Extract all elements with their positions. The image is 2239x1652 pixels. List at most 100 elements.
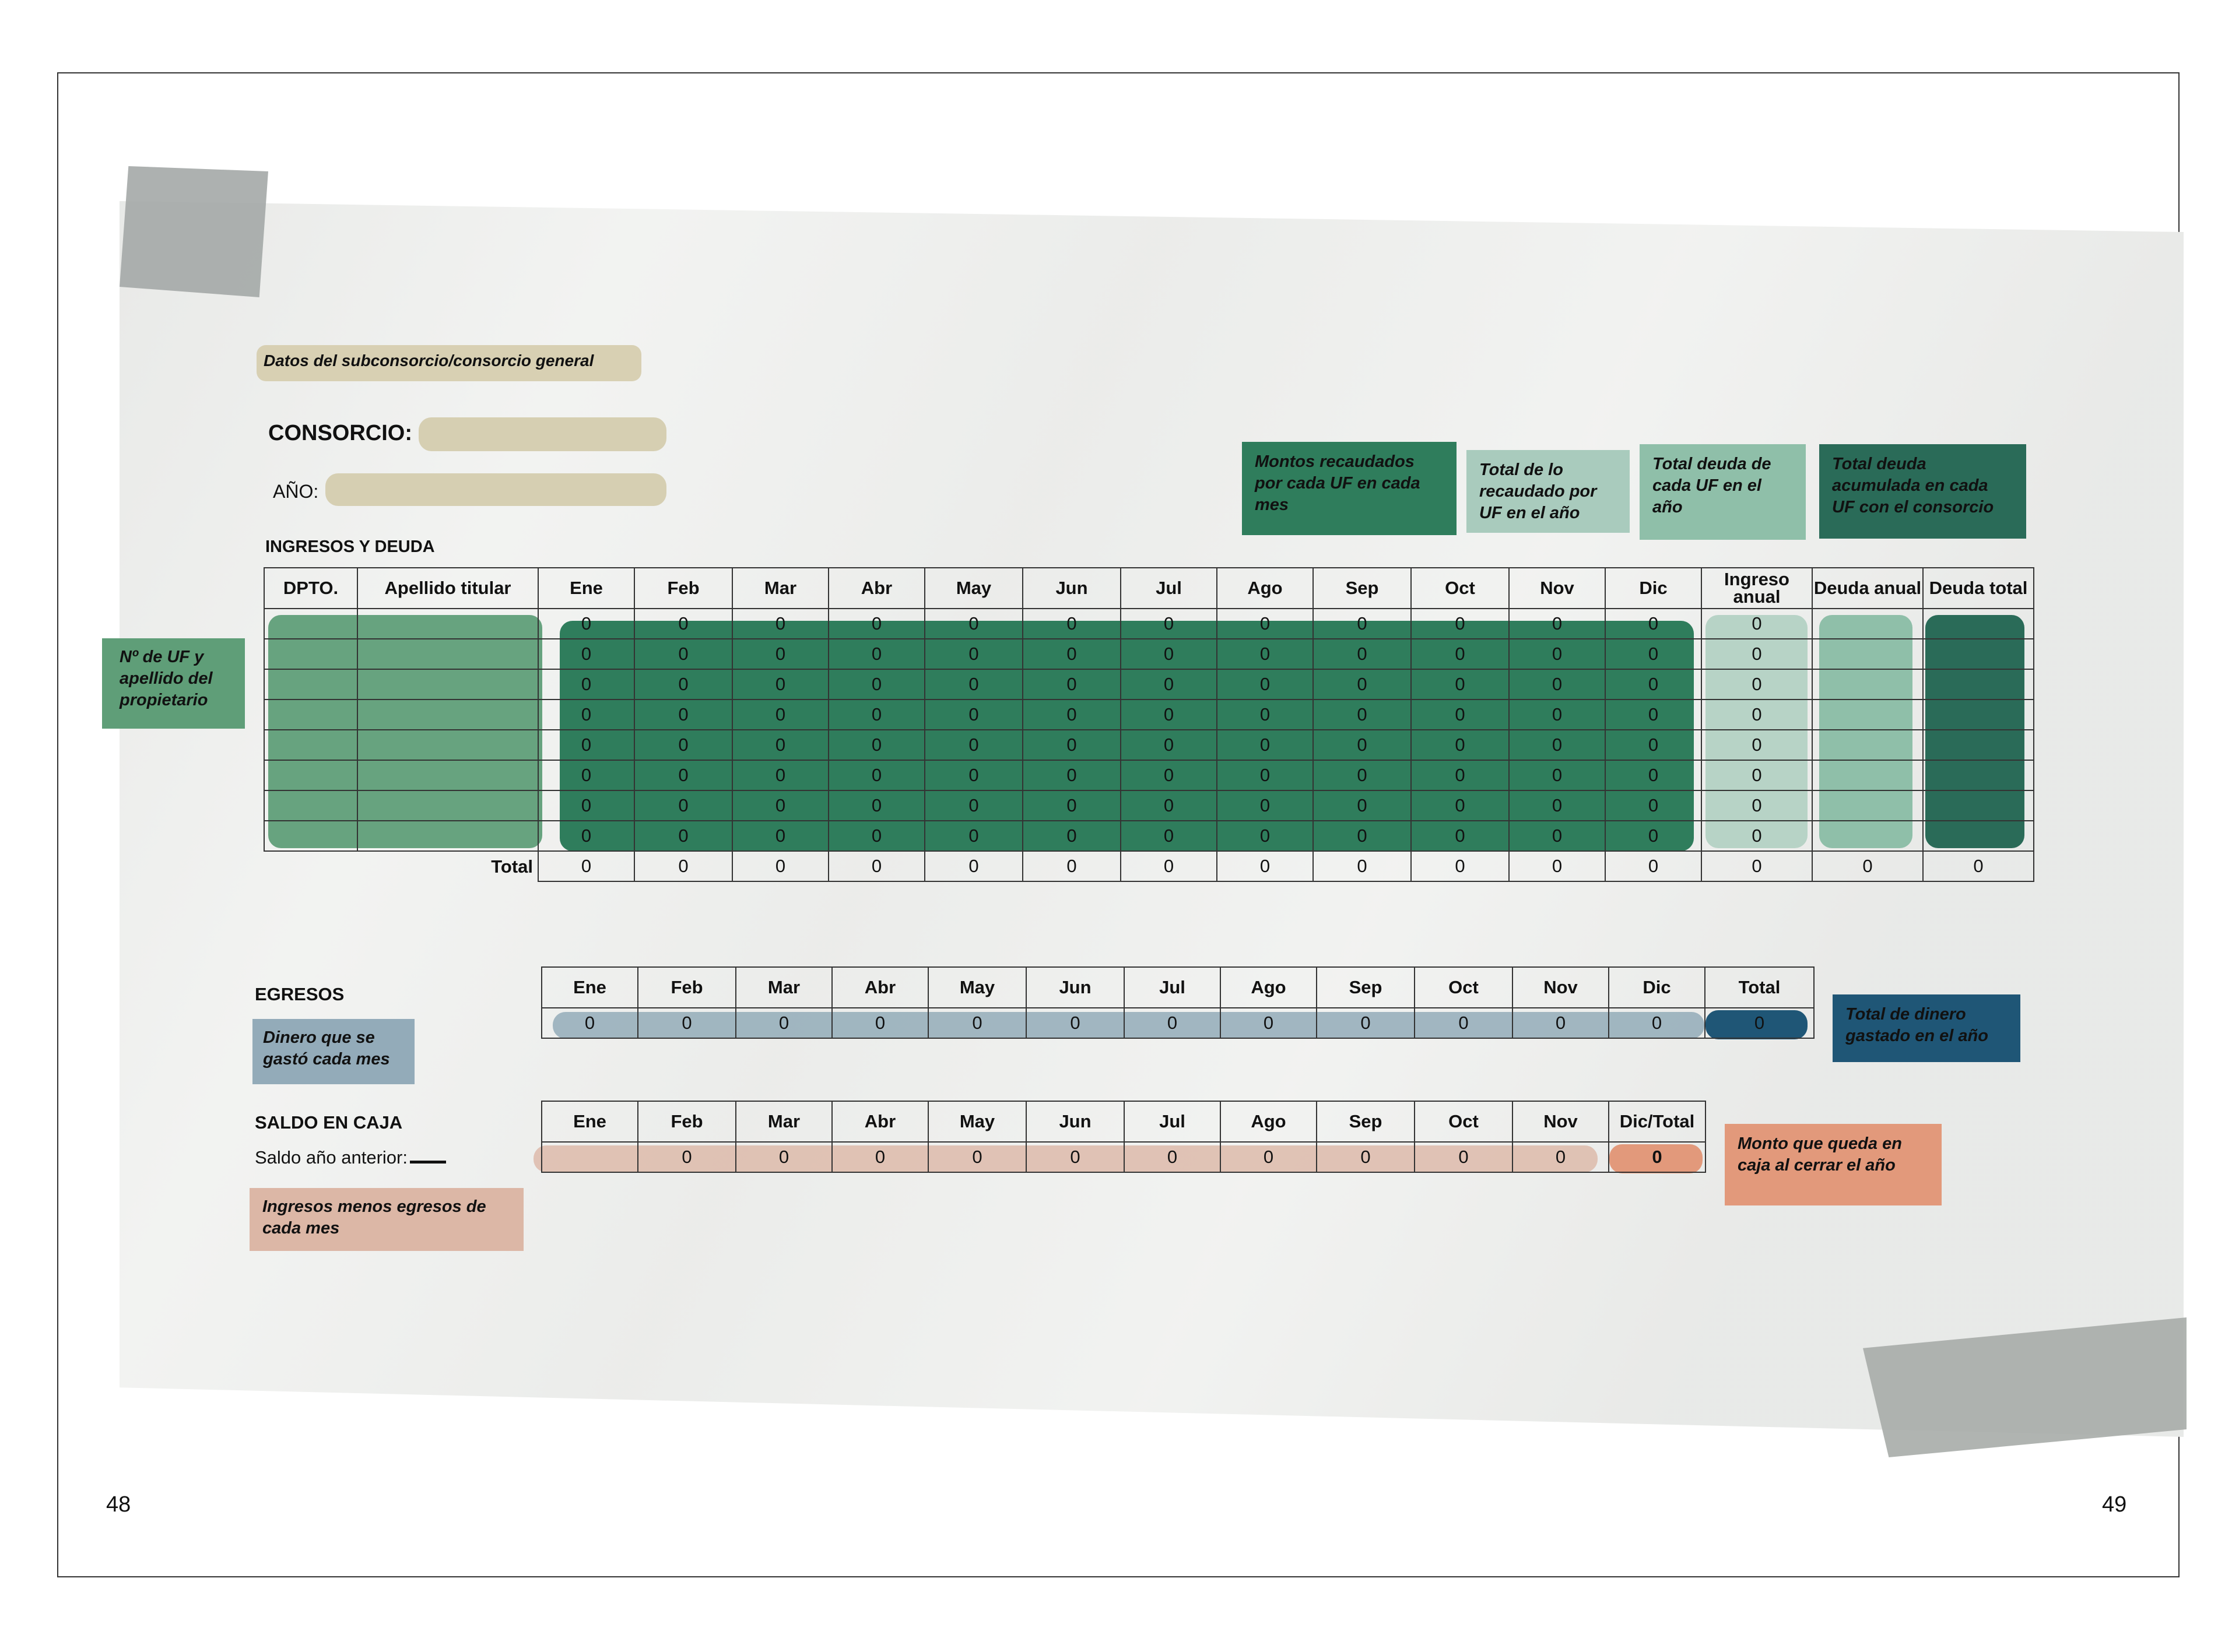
ingresos-cell[interactable] [1812,699,1924,730]
ingresos-cell[interactable]: 0 [1216,638,1314,670]
ingresos-cell[interactable]: 0 [1508,608,1606,639]
ingresos-cell[interactable]: 0 [538,729,635,761]
ingresos-cell[interactable]: 0 [538,760,635,791]
ingresos-cell[interactable]: 0 [538,608,635,639]
ingresos-cell[interactable] [357,638,539,670]
ingresos-cell[interactable]: 0 [1605,760,1702,791]
ingresos-cell[interactable]: 0 [732,820,829,852]
ingresos-cell[interactable]: 0 [1508,790,1606,821]
ingresos-cell[interactable]: 0 [1605,820,1702,852]
saldo-cell[interactable]: 0 [1316,1141,1415,1173]
ingresos-cell[interactable]: 0 [1410,669,1510,700]
ingresos-cell[interactable]: 0 [1312,638,1412,670]
ingresos-cell[interactable]: 0 [1605,790,1702,821]
ingresos-cell[interactable]: 0 [1410,760,1510,791]
ingresos-cell[interactable]: 0 [1022,820,1121,852]
saldo-cell[interactable]: 0 [1414,1141,1513,1173]
ingresos-cell[interactable]: 0 [1120,760,1217,791]
ingresos-cell[interactable]: 0 [1022,638,1121,670]
ingresos-cell[interactable]: 0 [634,638,733,670]
ingresos-cell[interactable]: 0 [828,699,925,730]
consorcio-field[interactable] [419,417,666,451]
ingresos-cell[interactable]: 0 [634,699,733,730]
ingresos-cell[interactable]: 0 [1120,608,1217,639]
egresos-cell[interactable]: 0 [541,1007,638,1039]
ingresos-cell[interactable]: 0 [1701,820,1813,852]
ingresos-cell[interactable]: 0 [634,729,733,761]
ingresos-cell[interactable]: 0 [1022,608,1121,639]
ingresos-cell[interactable]: 0 [538,790,635,821]
ingresos-cell[interactable]: 0 [732,729,829,761]
ingresos-cell[interactable]: 0 [634,760,733,791]
ingresos-cell[interactable]: 0 [732,760,829,791]
ingresos-cell[interactable]: 0 [1312,608,1412,639]
ingresos-cell[interactable]: 0 [1605,699,1702,730]
ingresos-cell[interactable] [264,790,358,821]
egresos-cell[interactable]: 0 [831,1007,929,1039]
ingresos-cell[interactable]: 0 [1120,820,1217,852]
ingresos-cell[interactable]: 0 [1120,729,1217,761]
ingresos-cell[interactable] [1812,790,1924,821]
ingresos-cell[interactable]: 0 [1410,699,1510,730]
ingresos-cell[interactable]: 0 [1508,820,1606,852]
ingresos-cell[interactable]: 0 [1701,699,1813,730]
egresos-cell[interactable]: 0 [1414,1007,1513,1039]
ingresos-cell[interactable] [264,669,358,700]
egresos-cell[interactable]: 0 [1704,1007,1815,1039]
ingresos-cell[interactable]: 0 [1216,790,1314,821]
ingresos-cell[interactable]: 0 [1701,760,1813,791]
ingresos-cell[interactable] [1922,669,2034,700]
saldo-cell[interactable]: 0 [637,1141,736,1173]
ingresos-cell[interactable]: 0 [1312,669,1412,700]
ingresos-cell[interactable]: 0 [1508,669,1606,700]
ingresos-cell[interactable]: 0 [538,820,635,852]
saldo-anterior-blank[interactable] [409,1161,446,1164]
saldo-cell[interactable]: 0 [1124,1141,1221,1173]
ingresos-cell[interactable]: 0 [828,669,925,700]
ingresos-cell[interactable]: 0 [538,638,635,670]
egresos-cell[interactable]: 0 [1512,1007,1609,1039]
ingresos-cell[interactable]: 0 [1605,638,1702,670]
saldo-cell[interactable] [541,1141,638,1173]
ingresos-cell[interactable]: 0 [1216,729,1314,761]
saldo-cell[interactable]: 0 [1608,1141,1706,1173]
ingresos-cell[interactable]: 0 [1022,760,1121,791]
ingresos-cell[interactable]: 0 [1216,760,1314,791]
ingresos-cell[interactable] [357,699,539,730]
ingresos-cell[interactable] [357,608,539,639]
ingresos-cell[interactable]: 0 [1120,699,1217,730]
ingresos-cell[interactable]: 0 [1410,790,1510,821]
ingresos-cell[interactable] [264,760,358,791]
ingresos-cell[interactable]: 0 [1022,790,1121,821]
ingresos-cell[interactable] [1812,729,1924,761]
ingresos-cell[interactable]: 0 [732,669,829,700]
ingresos-cell[interactable]: 0 [1508,760,1606,791]
ingresos-cell[interactable]: 0 [924,760,1023,791]
ingresos-cell[interactable]: 0 [828,638,925,670]
ingresos-cell[interactable] [264,699,358,730]
ingresos-cell[interactable] [357,729,539,761]
egresos-cell[interactable]: 0 [1026,1007,1125,1039]
ingresos-cell[interactable]: 0 [634,608,733,639]
saldo-cell[interactable]: 0 [1220,1141,1317,1173]
ingresos-cell[interactable] [1812,760,1924,791]
ingresos-cell[interactable]: 0 [1508,729,1606,761]
egresos-cell[interactable]: 0 [637,1007,736,1039]
ingresos-cell[interactable] [1922,608,2034,639]
ingresos-cell[interactable]: 0 [1312,729,1412,761]
ingresos-cell[interactable]: 0 [1410,820,1510,852]
egresos-cell[interactable]: 0 [1124,1007,1221,1039]
ingresos-cell[interactable] [1922,638,2034,670]
ingresos-cell[interactable]: 0 [634,790,733,821]
ingresos-cell[interactable]: 0 [732,790,829,821]
ingresos-cell[interactable]: 0 [924,638,1023,670]
ingresos-cell[interactable] [264,820,358,852]
ingresos-cell[interactable]: 0 [828,729,925,761]
ingresos-cell[interactable]: 0 [1508,699,1606,730]
ingresos-cell[interactable] [1812,638,1924,670]
saldo-cell[interactable]: 0 [1026,1141,1125,1173]
ingresos-cell[interactable] [1922,790,2034,821]
ingresos-cell[interactable] [1812,608,1924,639]
ingresos-cell[interactable] [1922,760,2034,791]
ingresos-cell[interactable]: 0 [1410,608,1510,639]
